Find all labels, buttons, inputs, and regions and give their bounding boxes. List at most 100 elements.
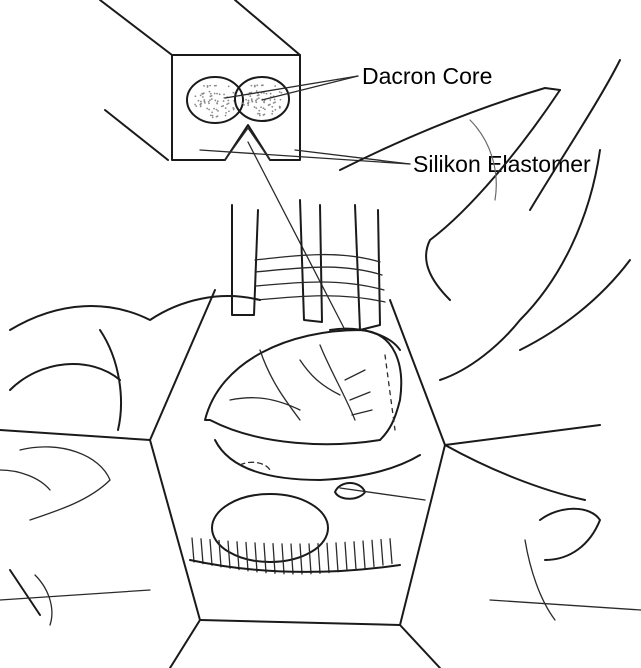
stipple-dot: [274, 99, 276, 101]
inset-notch: [225, 128, 270, 160]
stipple-dot: [214, 93, 216, 95]
stipple-dot: [225, 107, 227, 109]
stipple-dot: [228, 85, 230, 87]
hatch-line: [201, 539, 203, 564]
inset-top-edge: [100, 0, 300, 55]
hatch-line: [363, 541, 365, 568]
stipple-dot: [216, 102, 218, 104]
stipple-dot: [202, 96, 204, 98]
stipple-dot: [242, 102, 244, 104]
stipple-dot: [245, 99, 247, 101]
cross-section-inset: [100, 0, 300, 160]
hatch-line: [210, 540, 212, 566]
stipple-dot: [255, 107, 257, 109]
hatch-line: [264, 543, 266, 572]
right-drape: [340, 60, 630, 380]
stipple-dot: [217, 110, 219, 112]
stipple-dot: [248, 100, 250, 102]
stipple-dot: [271, 113, 273, 115]
stipple-dot: [279, 107, 281, 109]
stipple-dot: [260, 106, 262, 108]
stipple-dot: [257, 113, 259, 115]
stipple-dot: [232, 92, 234, 94]
stipple-dot: [268, 104, 270, 106]
stipple-dot: [251, 100, 253, 102]
stipple-dot: [214, 100, 216, 102]
stipple-dot: [203, 85, 205, 87]
stipple-dot: [208, 101, 210, 103]
hatch-line: [318, 544, 320, 574]
stipple-dot: [221, 105, 223, 107]
stipple-dot: [257, 95, 259, 97]
hatch-line: [228, 541, 230, 568]
stipple-dot: [254, 106, 256, 108]
patient-contour-left: [0, 296, 260, 625]
stipple-dot: [209, 85, 211, 87]
stipple-dot: [225, 115, 227, 117]
hatch-line: [192, 538, 194, 562]
stipple-dot: [208, 109, 210, 111]
stipple-dot: [223, 100, 225, 102]
stipple-dot: [272, 110, 274, 112]
stipple-dot: [256, 98, 258, 100]
retractor-bands: [232, 200, 385, 330]
stipple-dot: [261, 84, 263, 86]
stipple-dot: [281, 92, 283, 94]
hatch-line: [309, 544, 311, 574]
stipple-dot: [274, 85, 276, 87]
stipple-dot: [254, 85, 256, 87]
stipple-dot: [259, 113, 261, 115]
stipple-dot: [212, 115, 214, 117]
stipple-dot: [263, 107, 265, 109]
stipple-dot: [226, 103, 228, 105]
hatch-line: [354, 542, 356, 570]
stipple-dot: [233, 109, 235, 111]
hatch-line: [327, 543, 329, 572]
hatch-line: [390, 539, 392, 564]
stipple-dot: [256, 84, 258, 86]
stipple-dot: [201, 93, 203, 95]
stipple-dot: [200, 106, 202, 108]
hatch-line: [345, 542, 347, 570]
hatch-line: [300, 544, 302, 574]
stipple-dot: [247, 104, 249, 106]
stipple-dot: [279, 91, 281, 93]
leader-to-heart: [248, 142, 345, 330]
stipple-dot: [200, 101, 202, 103]
stipple-dot: [211, 111, 213, 113]
stipple-dot: [251, 85, 253, 87]
stipple-dot: [249, 95, 251, 97]
hatch-line: [246, 542, 248, 570]
stipple-dot: [212, 116, 214, 118]
stipple-dot: [200, 103, 202, 105]
stipple-dot: [264, 109, 266, 111]
stipple-dot: [248, 102, 250, 104]
stipple-dot: [256, 90, 258, 92]
stipple-dot: [225, 112, 227, 114]
stipple-dot: [270, 93, 272, 95]
stipple-dot: [198, 100, 200, 102]
hatch-line: [255, 543, 257, 572]
stipple-dot: [195, 95, 197, 97]
stipple-dot: [209, 99, 211, 101]
stipple-dot: [210, 115, 212, 117]
hatch-line: [372, 540, 374, 566]
stipple-dot: [206, 108, 208, 110]
stipple-dot: [210, 93, 212, 95]
stipple-dot: [194, 104, 196, 106]
hatch-line: [381, 540, 383, 566]
heart: [205, 329, 401, 444]
stipple-dot: [258, 97, 260, 99]
stipple-dot: [223, 94, 225, 96]
stipple-dot: [207, 85, 209, 87]
stipple-dot: [271, 106, 273, 108]
sternal-edge-line: [190, 560, 400, 572]
stipple-dot: [219, 93, 221, 95]
stipple-dot: [214, 85, 216, 87]
stipple-dot: [264, 113, 266, 115]
inset-left-edge: [105, 110, 168, 160]
hatch-line: [282, 544, 284, 574]
stipple-dot: [255, 101, 257, 103]
